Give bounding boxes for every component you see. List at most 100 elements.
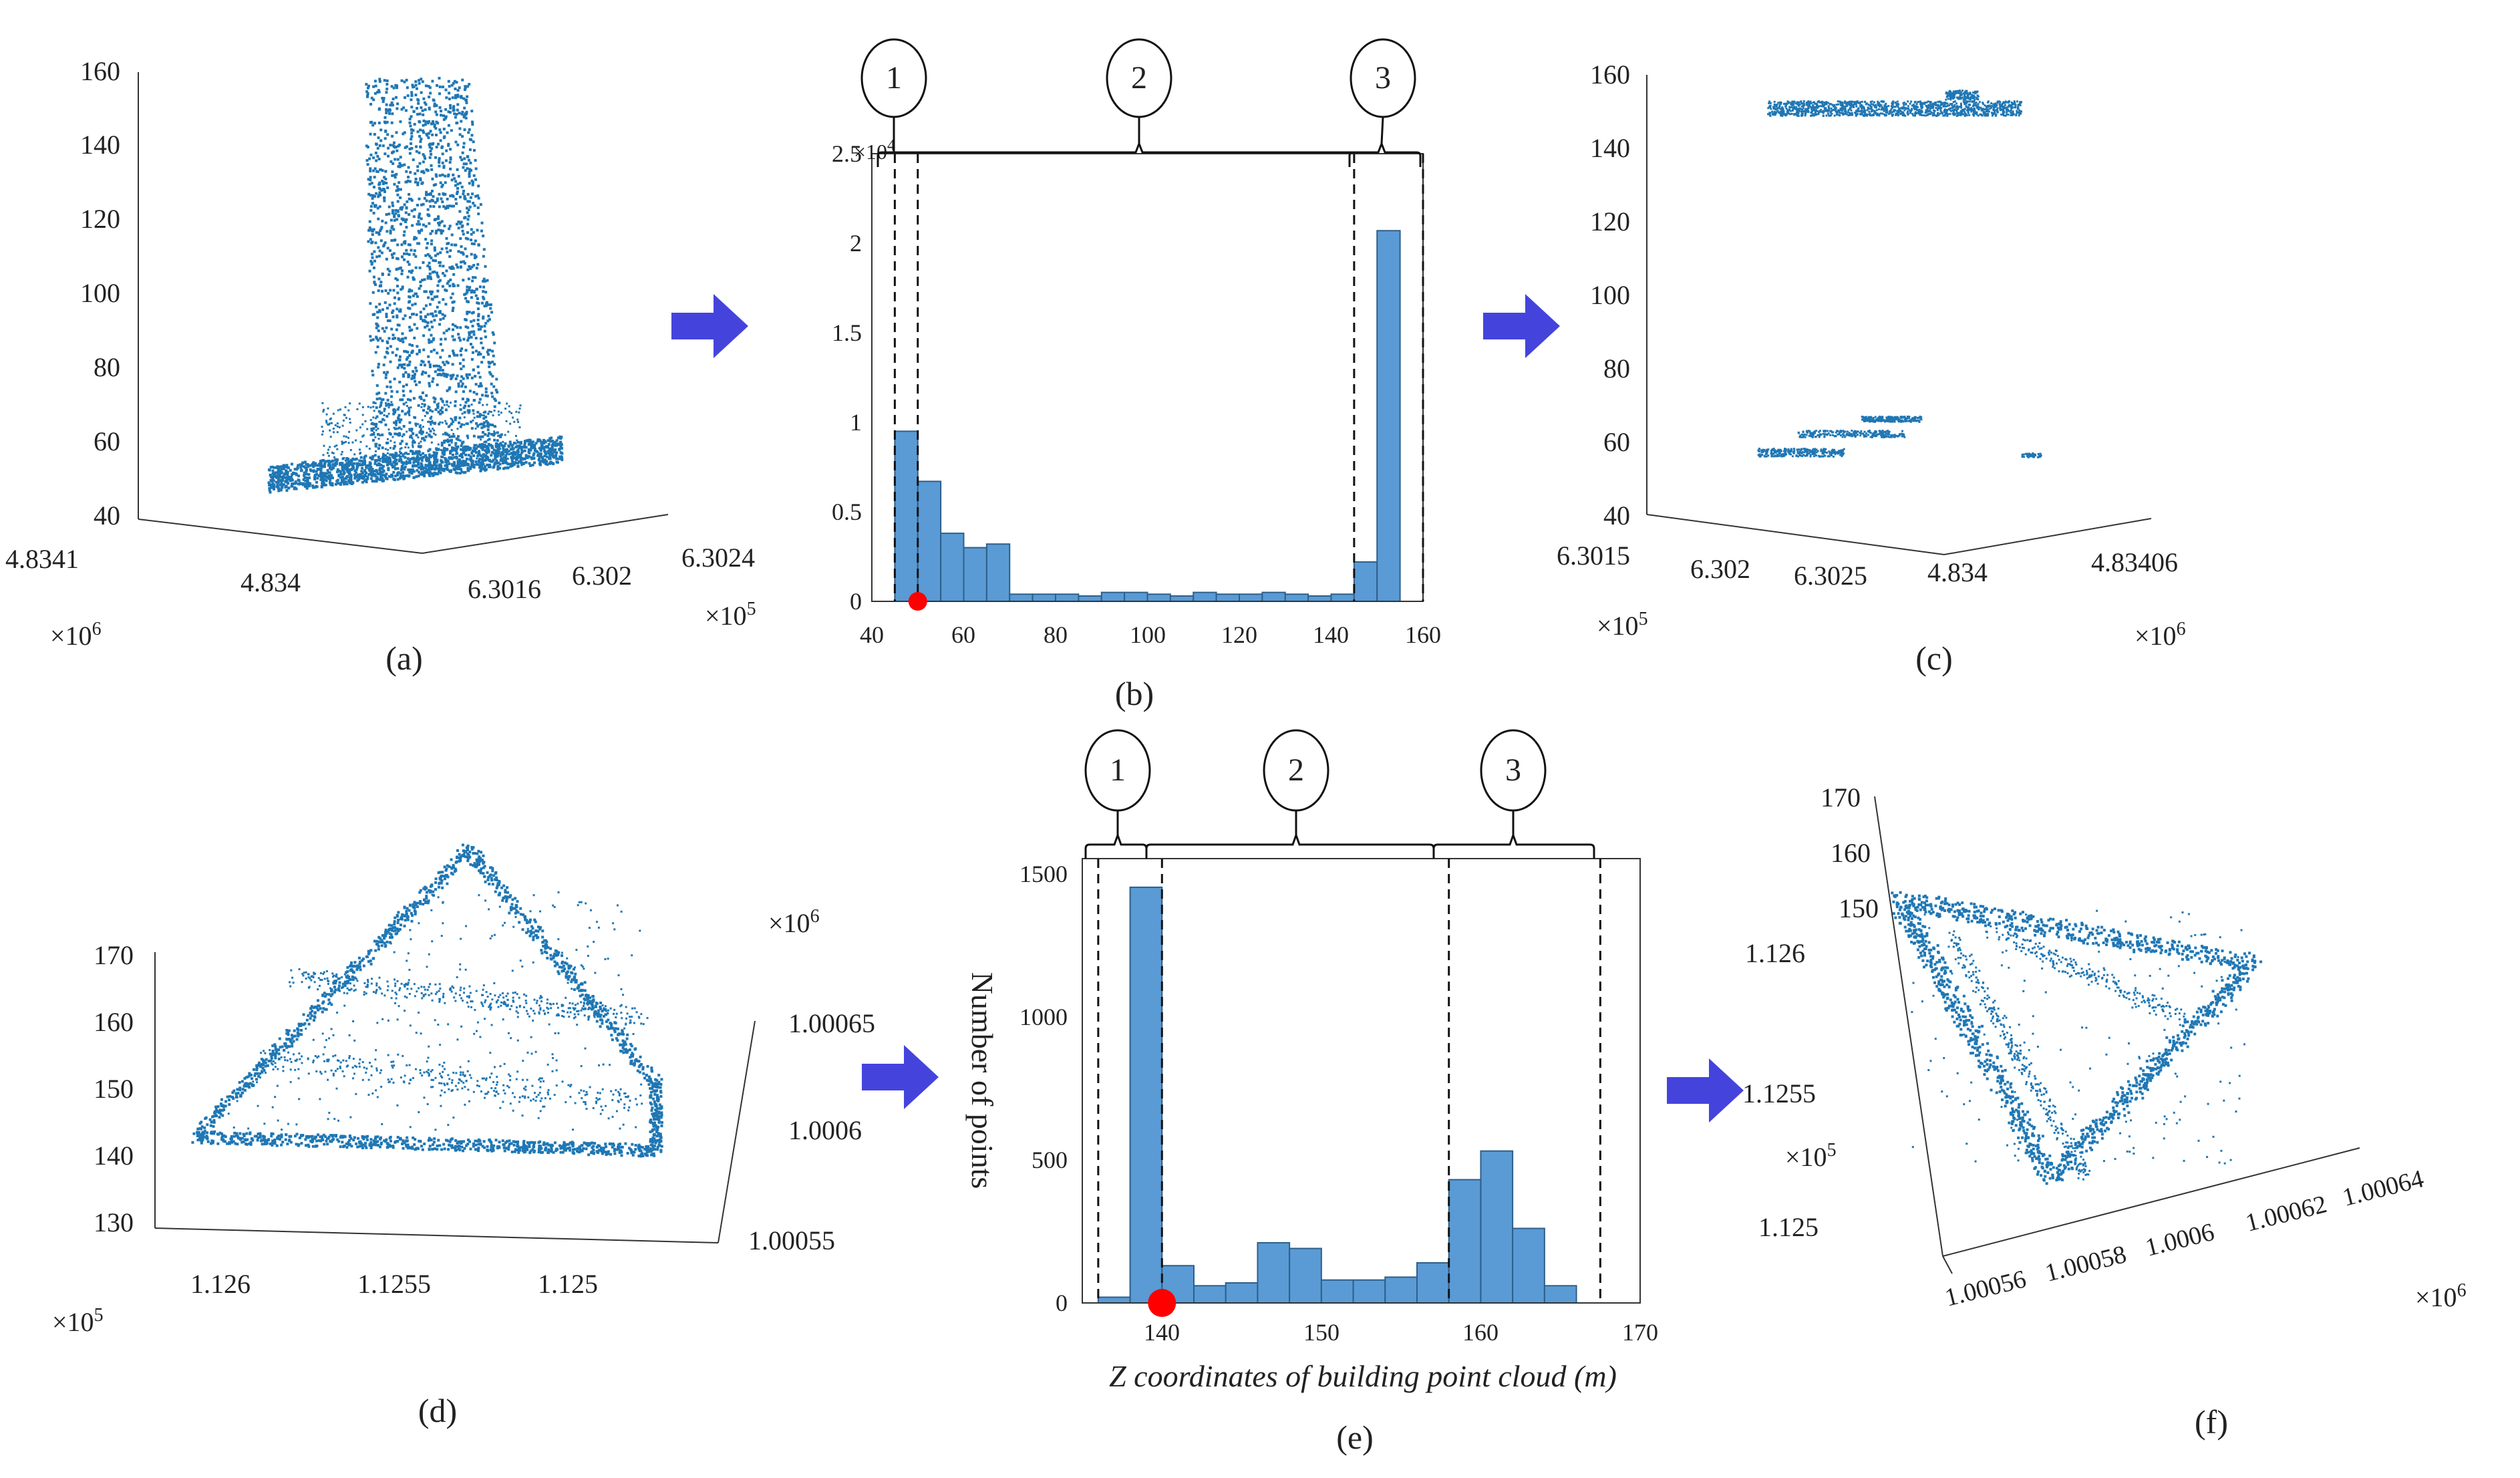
histogram-bar bbox=[1352, 1279, 1386, 1304]
tick-label: 4.8341 bbox=[5, 544, 79, 574]
panel-f-points bbox=[1891, 891, 2263, 1185]
tick-label: 170 bbox=[1821, 782, 1861, 812]
tick-label: 120 bbox=[80, 204, 120, 234]
histogram-bar bbox=[1353, 561, 1378, 602]
tick-label: 6.302 bbox=[1690, 554, 1750, 584]
histogram-bar bbox=[1193, 1285, 1227, 1304]
panel-c-points bbox=[1757, 90, 2042, 458]
panel-b: 40 60 80 100 120 140 160 0 0.5 1 1.5 2 2… bbox=[832, 38, 1441, 712]
panel-f-x-ticks: 1.00056 1.00058 1.0006 1.00062 1.00064 bbox=[1942, 1165, 2426, 1312]
panel-d-y-axis bbox=[718, 1020, 756, 1243]
panel-label-f: (f) bbox=[2195, 1403, 2228, 1441]
histogram-bar bbox=[1284, 593, 1309, 603]
tick-label: 0.5 bbox=[832, 498, 862, 525]
tick-label: 1.5 bbox=[832, 319, 862, 346]
tick-label: 150 bbox=[1839, 893, 1879, 923]
tick-label: 4.83406 bbox=[2091, 547, 2178, 577]
segment-label: 2 bbox=[1131, 60, 1147, 96]
tick-label: 140 bbox=[80, 130, 120, 160]
histogram-bar bbox=[1384, 1276, 1418, 1304]
panel-d-points bbox=[191, 843, 663, 1158]
y-exponent: ×106 bbox=[768, 906, 820, 939]
panel-c-z-ticks: 160 140 120 100 80 60 40 bbox=[1590, 59, 1630, 531]
x-axis-label: Z coordinates of building point cloud (m… bbox=[1109, 1359, 1617, 1393]
tick-label: 60 bbox=[951, 621, 975, 648]
panel-b-segment-labels: 1 2 3 bbox=[860, 38, 1416, 152]
histogram-bar bbox=[1161, 1265, 1195, 1304]
panel-b-ticks: 40 60 80 100 120 140 160 0 0.5 1 1.5 2 2… bbox=[832, 140, 1441, 648]
histogram-bar bbox=[1261, 591, 1286, 602]
tick-label: 160 bbox=[1462, 1319, 1499, 1346]
tick-label: 6.302 bbox=[572, 561, 632, 591]
tick-label: 1.0006 bbox=[2143, 1218, 2217, 1262]
histogram-bar bbox=[1169, 595, 1195, 603]
panel-e-plot-frame bbox=[1082, 858, 1641, 1304]
tick-label: 1.00065 bbox=[788, 1008, 875, 1038]
segment-label: 2 bbox=[1288, 752, 1304, 788]
tick-label: 6.3015 bbox=[1557, 541, 1630, 571]
histogram-bar bbox=[1032, 593, 1056, 603]
panel-e-splits bbox=[1097, 859, 1601, 1303]
tick-label: 160 bbox=[1590, 59, 1630, 90]
tick-label: 1.1255 bbox=[357, 1269, 431, 1299]
histogram-bar bbox=[985, 543, 1011, 602]
tick-label: 1.00055 bbox=[748, 1225, 835, 1255]
bubble-stem bbox=[1380, 116, 1384, 144]
histogram-bar bbox=[1257, 1241, 1291, 1304]
tick-label: 120 bbox=[1221, 621, 1257, 648]
tick-label: 6.3016 bbox=[468, 574, 541, 604]
x-exponent: ×106 bbox=[2415, 1280, 2467, 1313]
tick-label: 1.125 bbox=[1758, 1212, 1819, 1242]
tick-label: 1.125 bbox=[538, 1269, 598, 1299]
tick-label: 140 bbox=[1313, 621, 1349, 648]
histogram-bar bbox=[940, 533, 965, 602]
tick-label: 1.00064 bbox=[2340, 1165, 2426, 1212]
tick-label: 1.00062 bbox=[2243, 1190, 2330, 1237]
threshold-marker bbox=[1148, 1289, 1176, 1317]
panel-c-x-axis bbox=[1646, 514, 1945, 555]
tick-label: 160 bbox=[94, 1007, 134, 1037]
segment-label: 1 bbox=[886, 60, 902, 96]
tick-label: 100 bbox=[1130, 621, 1166, 648]
panel-e-ticks: 140 150 160 170 0 500 1000 1500 bbox=[1019, 861, 1658, 1346]
tick-label: 1.00058 bbox=[2042, 1240, 2129, 1288]
histogram-bar bbox=[1239, 593, 1263, 603]
tick-label: 140 bbox=[1590, 133, 1630, 163]
panel-f-x-axis bbox=[1942, 1147, 2360, 1257]
tick-label: 1.0006 bbox=[788, 1115, 862, 1145]
panel-a-z-ticks: 160 140 120 100 80 60 40 bbox=[80, 56, 120, 531]
tick-label: 500 bbox=[1032, 1147, 1068, 1173]
histogram-bar bbox=[1129, 886, 1163, 1304]
panel-e-bars bbox=[1097, 886, 1577, 1304]
tick-label: 0 bbox=[1056, 1290, 1068, 1316]
panel-f: 170 160 150 1.126 1.1255 1.125 ×105 1.00… bbox=[1742, 782, 2467, 1441]
tick-label: 1000 bbox=[1019, 1004, 1068, 1030]
histogram-bar bbox=[1097, 1296, 1131, 1304]
histogram-bar bbox=[1215, 593, 1240, 603]
segment-label: 3 bbox=[1505, 752, 1521, 788]
panel-b-bars bbox=[894, 230, 1401, 603]
histogram-bar bbox=[1330, 593, 1355, 603]
histogram-bar bbox=[1416, 1262, 1450, 1304]
histogram-bar bbox=[1448, 1179, 1482, 1304]
tick-label: 170 bbox=[94, 940, 134, 970]
tick-label: 150 bbox=[94, 1074, 134, 1104]
panel-d-x-axis bbox=[154, 1227, 719, 1243]
histogram-bar bbox=[1543, 1285, 1577, 1304]
panel-e-brace bbox=[1084, 832, 1595, 859]
tick-label: 1.126 bbox=[1745, 938, 1805, 968]
y-exponent: ×106 bbox=[2135, 619, 2186, 651]
panel-a-points bbox=[267, 77, 564, 494]
panel-label-a: (a) bbox=[385, 639, 423, 677]
tick-label: 6.3025 bbox=[1794, 561, 1867, 591]
tick-label: 1 bbox=[850, 409, 862, 436]
tick-label: 0 bbox=[850, 588, 862, 615]
panel-label-b: (b) bbox=[1115, 675, 1154, 712]
tick-label: 80 bbox=[1044, 621, 1068, 648]
y-exponent: ×104 bbox=[854, 137, 895, 164]
histogram-bar bbox=[1320, 1279, 1354, 1304]
tick-label: 130 bbox=[94, 1207, 134, 1237]
histogram-bar bbox=[1376, 230, 1401, 602]
tick-label: 4.834 bbox=[241, 567, 301, 597]
